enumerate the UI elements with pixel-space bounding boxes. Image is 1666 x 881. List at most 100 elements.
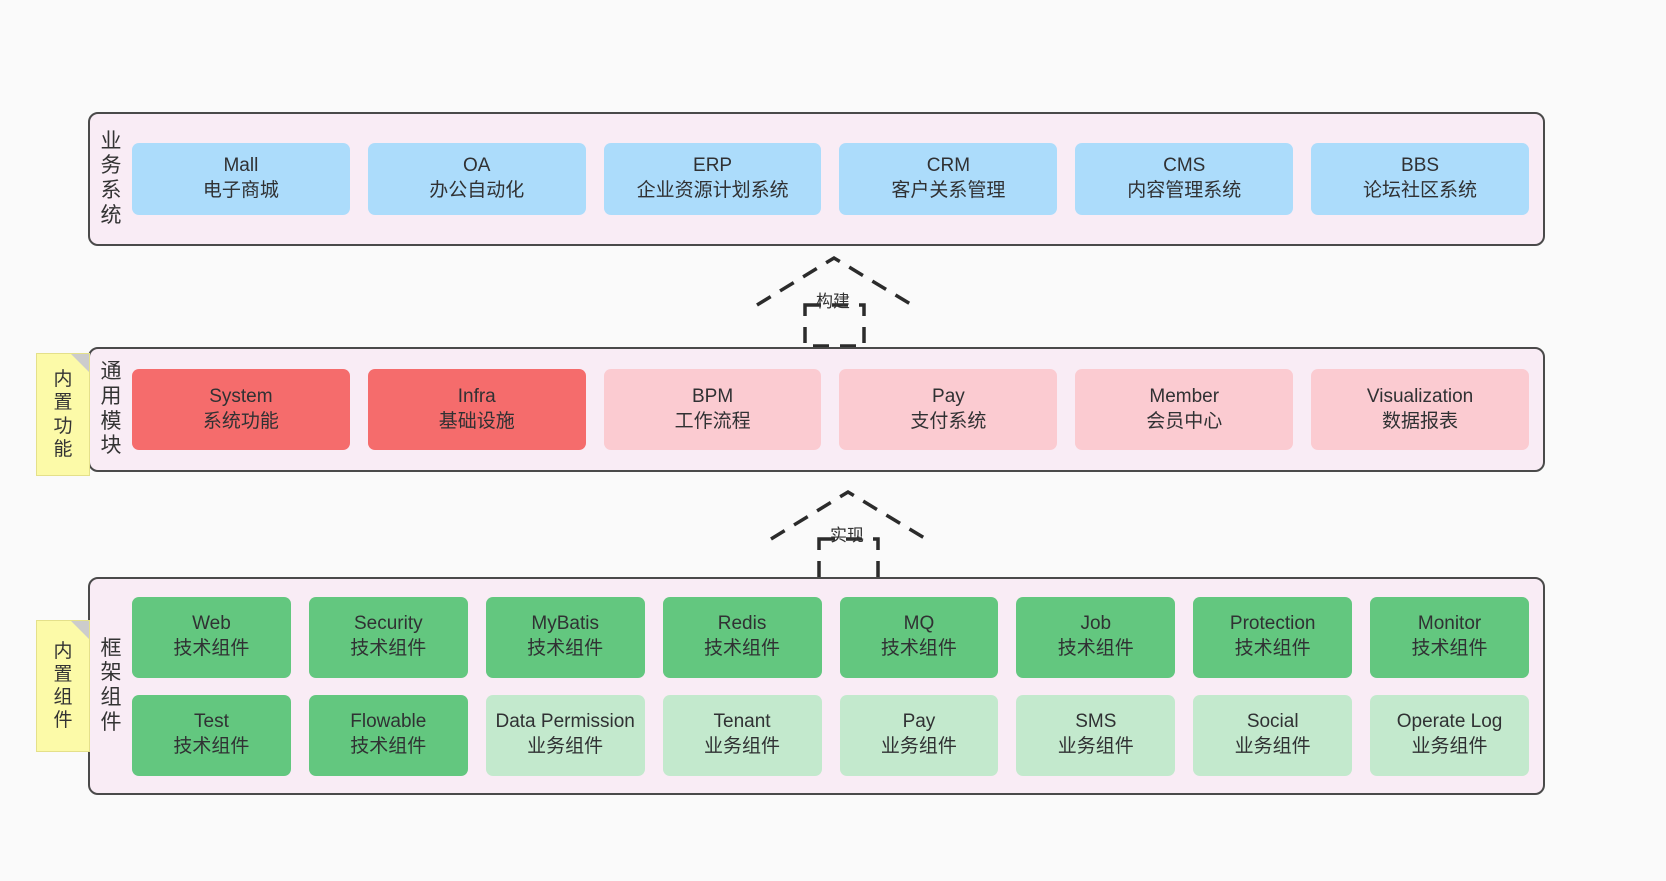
- layer-common-label-char-1: 用: [100, 384, 122, 408]
- layer-business-body: Mall 电子商城 OA 办公自动化 ERP 企业资源计划系统 CRM 客户关系…: [132, 114, 1543, 244]
- component-data-permission[interactable]: Data Permission 业务组件: [485, 694, 645, 776]
- component-security[interactable]: Security 技术组件: [308, 596, 468, 678]
- component-monitor-desc: 技术组件: [1411, 638, 1488, 659]
- common-module-row: System 系统功能 Infra 基础设施 BPM 工作流程 Pay 支付系统…: [132, 369, 1529, 450]
- note-builtin-components-char-1: 置: [53, 663, 73, 685]
- component-sms[interactable]: SMS 业务组件: [1016, 694, 1176, 776]
- layer-business-systems: 业 务 系 统 Mall 电子商城 OA 办公自动化 ERP 企业资源计划系统: [88, 112, 1545, 246]
- component-operate-log-name: Operate Log: [1396, 711, 1503, 733]
- module-visualization-name: Visualization: [1366, 385, 1474, 407]
- module-visualization[interactable]: Visualization 数据报表: [1311, 369, 1529, 450]
- module-member[interactable]: Member 会员中心: [1075, 369, 1294, 450]
- component-web[interactable]: Web 技术组件: [132, 596, 291, 678]
- layer-business-label-char-2: 系: [100, 179, 122, 202]
- module-system[interactable]: System 系统功能: [132, 369, 350, 450]
- layer-common-label-char-0: 通: [100, 360, 122, 384]
- layer-framework-components: 框 架 组 件 Web 技术组件 Security 技术组件 MyBatis 技…: [88, 577, 1545, 795]
- component-social-name: Social: [1246, 711, 1299, 733]
- note-builtin-components: 内 置 组 件: [36, 620, 90, 752]
- module-mall-name: Mall: [223, 155, 259, 177]
- layer-framework-label-char-0: 框: [100, 636, 122, 660]
- module-crm-desc: 客户关系管理: [891, 180, 1006, 201]
- note-builtin-components-char-3: 件: [53, 710, 73, 732]
- module-bbs-name: BBS: [1401, 155, 1440, 177]
- component-mybatis-name: MyBatis: [531, 613, 599, 635]
- component-pay[interactable]: Pay 业务组件: [839, 694, 999, 776]
- component-protection[interactable]: Protection 技术组件: [1193, 596, 1353, 678]
- note-builtin-functions-char-0: 内: [53, 369, 73, 391]
- note-builtin-functions: 内 置 功 能: [36, 353, 90, 476]
- module-pay-desc: 支付系统: [910, 410, 987, 432]
- component-mybatis[interactable]: MyBatis 技术组件: [485, 596, 645, 678]
- module-bbs[interactable]: BBS 论坛社区系统: [1311, 143, 1529, 215]
- component-mq-name: MQ: [903, 613, 935, 635]
- layer-framework-label-char-3: 件: [100, 710, 122, 734]
- component-protection-desc: 技术组件: [1234, 638, 1311, 659]
- module-member-desc: 会员中心: [1146, 410, 1223, 432]
- component-operate-log[interactable]: Operate Log 业务组件: [1370, 694, 1529, 776]
- module-bpm-name: BPM: [691, 385, 734, 407]
- component-data-permission-desc: 业务组件: [527, 736, 604, 757]
- module-infra-desc: 基础设施: [438, 410, 515, 432]
- layer-common-modules: 通 用 模 块 System 系统功能 Infra 基础设施 BPM 工作流程: [88, 347, 1545, 472]
- component-test-name: Test: [194, 711, 229, 733]
- component-tenant[interactable]: Tenant 业务组件: [662, 694, 822, 776]
- module-erp[interactable]: ERP 企业资源计划系统: [603, 143, 822, 215]
- module-visualization-desc: 数据报表: [1382, 410, 1459, 432]
- note-builtin-components-char-2: 组: [53, 687, 73, 708]
- component-flowable[interactable]: Flowable 技术组件: [308, 694, 468, 776]
- component-data-permission-name: Data Permission: [495, 711, 635, 733]
- layer-business-label-char-3: 统: [100, 203, 122, 227]
- component-security-name: Security: [353, 613, 423, 635]
- framework-tech-row: Web 技术组件 Security 技术组件 MyBatis 技术组件 Redi…: [132, 596, 1529, 678]
- component-monitor[interactable]: Monitor 技术组件: [1370, 596, 1529, 678]
- module-member-name: Member: [1149, 385, 1220, 407]
- layer-business-label-char-1: 务: [100, 154, 122, 178]
- layer-common-body: System 系统功能 Infra 基础设施 BPM 工作流程 Pay 支付系统…: [132, 349, 1543, 470]
- component-social[interactable]: Social 业务组件: [1193, 694, 1353, 776]
- module-oa[interactable]: OA 办公自动化: [367, 143, 586, 215]
- component-test-desc: 技术组件: [173, 736, 250, 757]
- module-cms-desc: 内容管理系统: [1127, 180, 1242, 201]
- implement-arrowhead-icon: [770, 489, 927, 541]
- layer-common-label-char-3: 块: [100, 434, 122, 458]
- component-web-name: Web: [192, 613, 231, 635]
- component-job[interactable]: Job 技术组件: [1016, 596, 1176, 678]
- module-erp-name: ERP: [693, 155, 733, 177]
- connector-implement-label: 实现: [830, 526, 864, 545]
- module-mall[interactable]: Mall 电子商城: [132, 143, 350, 215]
- component-test[interactable]: Test 技术组件: [132, 694, 291, 776]
- component-sms-desc: 业务组件: [1057, 736, 1134, 757]
- business-module-row: Mall 电子商城 OA 办公自动化 ERP 企业资源计划系统 CRM 客户关系…: [132, 143, 1529, 215]
- component-social-desc: 业务组件: [1234, 736, 1311, 757]
- module-cms[interactable]: CMS 内容管理系统: [1075, 143, 1294, 215]
- component-redis-name: Redis: [717, 613, 767, 635]
- module-system-name: System: [209, 385, 273, 407]
- module-infra[interactable]: Infra 基础设施: [367, 369, 586, 450]
- component-pay-name: Pay: [902, 711, 936, 733]
- connector-build-label: 构建: [816, 292, 850, 311]
- module-crm[interactable]: CRM 客户关系管理: [839, 143, 1058, 215]
- module-pay[interactable]: Pay 支付系统: [839, 369, 1058, 450]
- component-security-desc: 技术组件: [350, 638, 427, 659]
- connector-build: 构建: [752, 253, 917, 348]
- layer-business-label-char-0: 业: [100, 129, 122, 153]
- component-job-desc: 技术组件: [1057, 638, 1134, 659]
- layer-common-label-char-2: 模: [100, 409, 122, 433]
- layer-common-label: 通 用 模 块: [90, 349, 132, 470]
- component-operate-log-desc: 业务组件: [1411, 736, 1488, 757]
- build-arrowhead-icon: [756, 255, 913, 307]
- note-builtin-functions-char-3: 能: [53, 438, 73, 460]
- module-infra-name: Infra: [457, 385, 496, 407]
- component-sms-name: SMS: [1075, 711, 1117, 733]
- component-mybatis-desc: 技术组件: [527, 638, 604, 659]
- module-bpm[interactable]: BPM 工作流程: [603, 369, 822, 450]
- module-cms-name: CMS: [1163, 155, 1206, 177]
- layer-framework-label-char-1: 架: [100, 661, 122, 685]
- module-pay-name: Pay: [932, 385, 965, 407]
- connector-implement: 实现: [766, 487, 931, 582]
- implement-dashed-stem: [817, 537, 880, 582]
- component-mq[interactable]: MQ 技术组件: [839, 596, 999, 678]
- component-redis[interactable]: Redis 技术组件: [662, 596, 822, 678]
